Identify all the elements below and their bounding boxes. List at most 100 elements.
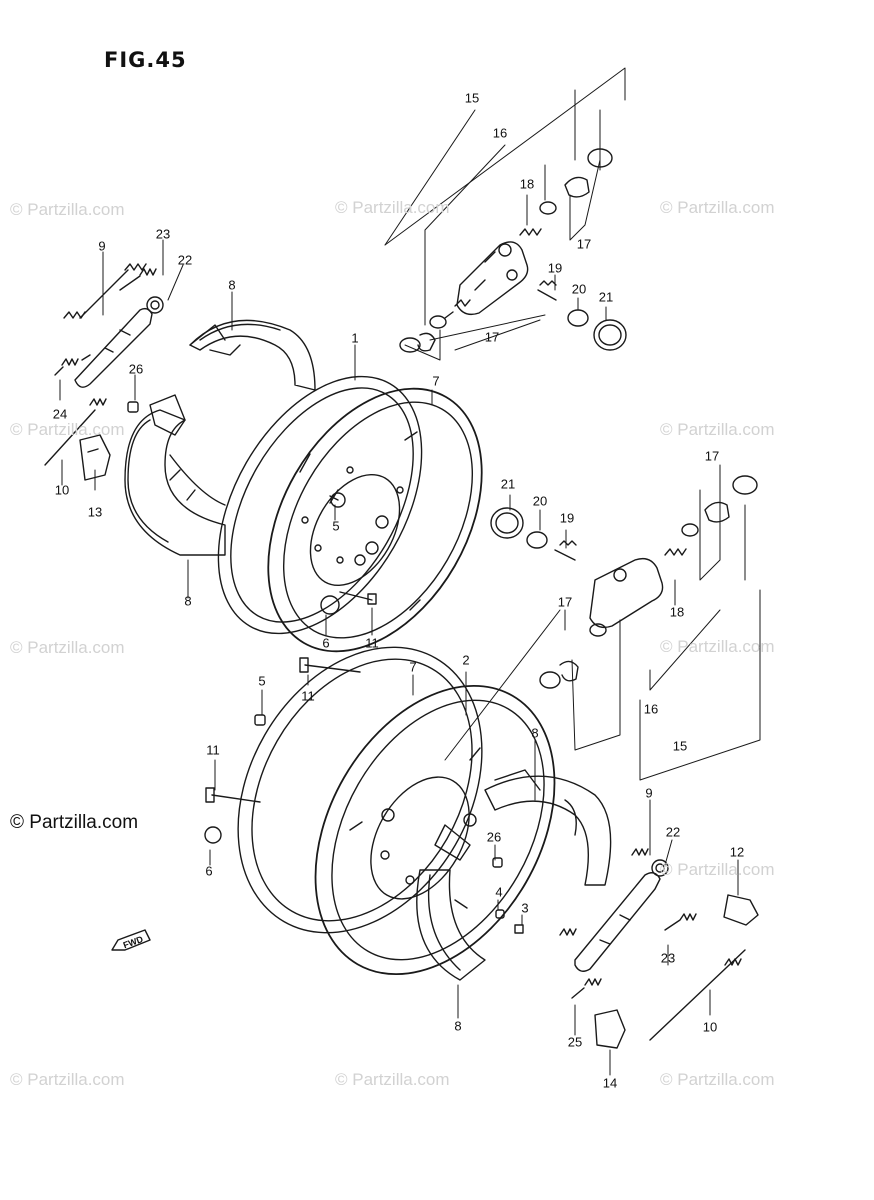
- callout-label: 15: [672, 738, 688, 754]
- spring-9-upper: [63, 263, 147, 319]
- upper-wheel-cylinder: [456, 241, 529, 316]
- callout-label: 16: [643, 701, 659, 717]
- callout-label: 10: [54, 482, 70, 498]
- upper-adjuster-lever: [74, 296, 164, 388]
- callout-label: 1: [351, 330, 359, 346]
- callout-label: 21: [500, 476, 516, 492]
- callout-label: 19: [547, 260, 563, 276]
- callout-label: 8: [531, 725, 539, 741]
- watermark: © Partzilla.com: [335, 198, 450, 217]
- callout-label: 5: [258, 673, 266, 689]
- callout-label: 23: [155, 226, 171, 242]
- callout-label: 12: [729, 844, 745, 860]
- lower-backing-plate: [237, 646, 483, 934]
- callout-label: 19: [559, 510, 575, 526]
- callout-label: 25: [567, 1034, 583, 1050]
- callout-label: 9: [98, 238, 106, 254]
- upper-brake-shoe-upper: [189, 319, 316, 391]
- watermark: © Partzilla.com: [10, 200, 125, 219]
- lower-adjuster-lever: [574, 859, 669, 972]
- callout-label: 17: [704, 448, 720, 464]
- bleeder-19-lower: [554, 540, 577, 561]
- callout-label: 10: [702, 1019, 718, 1035]
- cap-20-upper: [567, 309, 589, 327]
- leader-lines: [59, 67, 761, 1076]
- callout-label: 21: [598, 289, 614, 305]
- callout-label: 9: [645, 785, 653, 801]
- fwd-arrow: [111, 929, 151, 951]
- callout-label: 7: [409, 659, 417, 675]
- retainer-14: [594, 1009, 626, 1049]
- upper-backing-plate: [217, 375, 423, 635]
- watermark: © Partzilla.com: [10, 1070, 125, 1089]
- callout-label: 22: [665, 824, 681, 840]
- watermark: © Partzilla.com: [335, 1070, 450, 1089]
- spring-10-lower: [649, 949, 746, 1041]
- callout-label: 6: [205, 863, 213, 879]
- watermark: © Partzilla.com: [660, 1070, 775, 1089]
- callout-label: 13: [87, 504, 103, 520]
- callout-label: 18: [519, 176, 535, 192]
- callout-label: 20: [571, 281, 587, 297]
- boot-21-lower: [490, 507, 524, 539]
- callout-label: 17: [576, 236, 592, 252]
- lower-wheel-cylinder: [589, 557, 664, 629]
- callout-label: 18: [669, 604, 685, 620]
- nut-26-upper: [127, 401, 139, 413]
- callout-label: 8: [454, 1018, 462, 1034]
- callout-label: 17: [557, 594, 573, 610]
- watermark: © Partzilla.com: [660, 198, 775, 217]
- retainer-12: [723, 894, 759, 926]
- watermark: © Partzilla.com: [660, 860, 775, 879]
- upper-brake-drum: [267, 387, 483, 653]
- boot-21-upper: [593, 319, 627, 351]
- fwd-label: FWD: [122, 934, 145, 951]
- callout-label: 24: [52, 406, 68, 422]
- upper-cylinder-parts-left: [399, 299, 471, 353]
- lower-cylinder-parts-right: [664, 475, 758, 556]
- callout-label: 8: [184, 593, 192, 609]
- lower-brake-drum: [314, 684, 556, 976]
- watermark: © Partzilla.com: [10, 420, 125, 439]
- cap-20-lower: [526, 531, 548, 549]
- callout-label: 11: [365, 635, 379, 651]
- upper-shoe-bolts: [320, 489, 377, 615]
- retainer-13: [79, 434, 111, 481]
- spring-23-upper: [119, 268, 157, 291]
- callout-label: 17: [484, 329, 500, 345]
- callout-label: 15: [464, 90, 480, 106]
- spring-10-upper: [44, 398, 107, 466]
- upper-cylinder-parts-right: [519, 148, 613, 236]
- figure-title: FIG.45: [104, 48, 187, 72]
- lower-brake-shoe-left: [416, 824, 486, 981]
- callout-label: 26: [486, 829, 502, 845]
- callout-label: 3: [521, 900, 529, 916]
- spring-9-lower: [559, 848, 649, 936]
- spring-24: [54, 354, 91, 376]
- callout-label: 6: [322, 635, 330, 651]
- callout-label: 26: [128, 361, 144, 377]
- watermark: © Partzilla.com: [10, 638, 125, 657]
- callout-label: 16: [492, 125, 508, 141]
- callout-label: 8: [228, 277, 236, 293]
- callout-label: 14: [602, 1075, 618, 1091]
- watermark-strong: © Partzilla.com: [10, 812, 139, 833]
- lower-bolts: [204, 657, 524, 934]
- watermark: © Partzilla.com: [660, 420, 775, 439]
- lower-cylinder-parts-left: [539, 623, 607, 689]
- callout-label: 23: [660, 950, 676, 966]
- upper-brake-shoe-lower: [124, 394, 226, 556]
- callout-label: 11: [301, 688, 315, 704]
- spring-23-lower: [664, 913, 697, 931]
- callout-label: 7: [432, 373, 440, 389]
- callout-label: 5: [332, 518, 340, 534]
- spring-25: [571, 978, 602, 999]
- watermark: © Partzilla.com: [660, 637, 775, 656]
- bleeder-19-upper: [537, 280, 557, 301]
- callout-label: 20: [532, 493, 548, 509]
- callout-label: 2: [462, 652, 470, 668]
- callout-label: 4: [495, 884, 503, 900]
- callout-label: 11: [206, 742, 220, 758]
- callout-label: 22: [177, 252, 193, 268]
